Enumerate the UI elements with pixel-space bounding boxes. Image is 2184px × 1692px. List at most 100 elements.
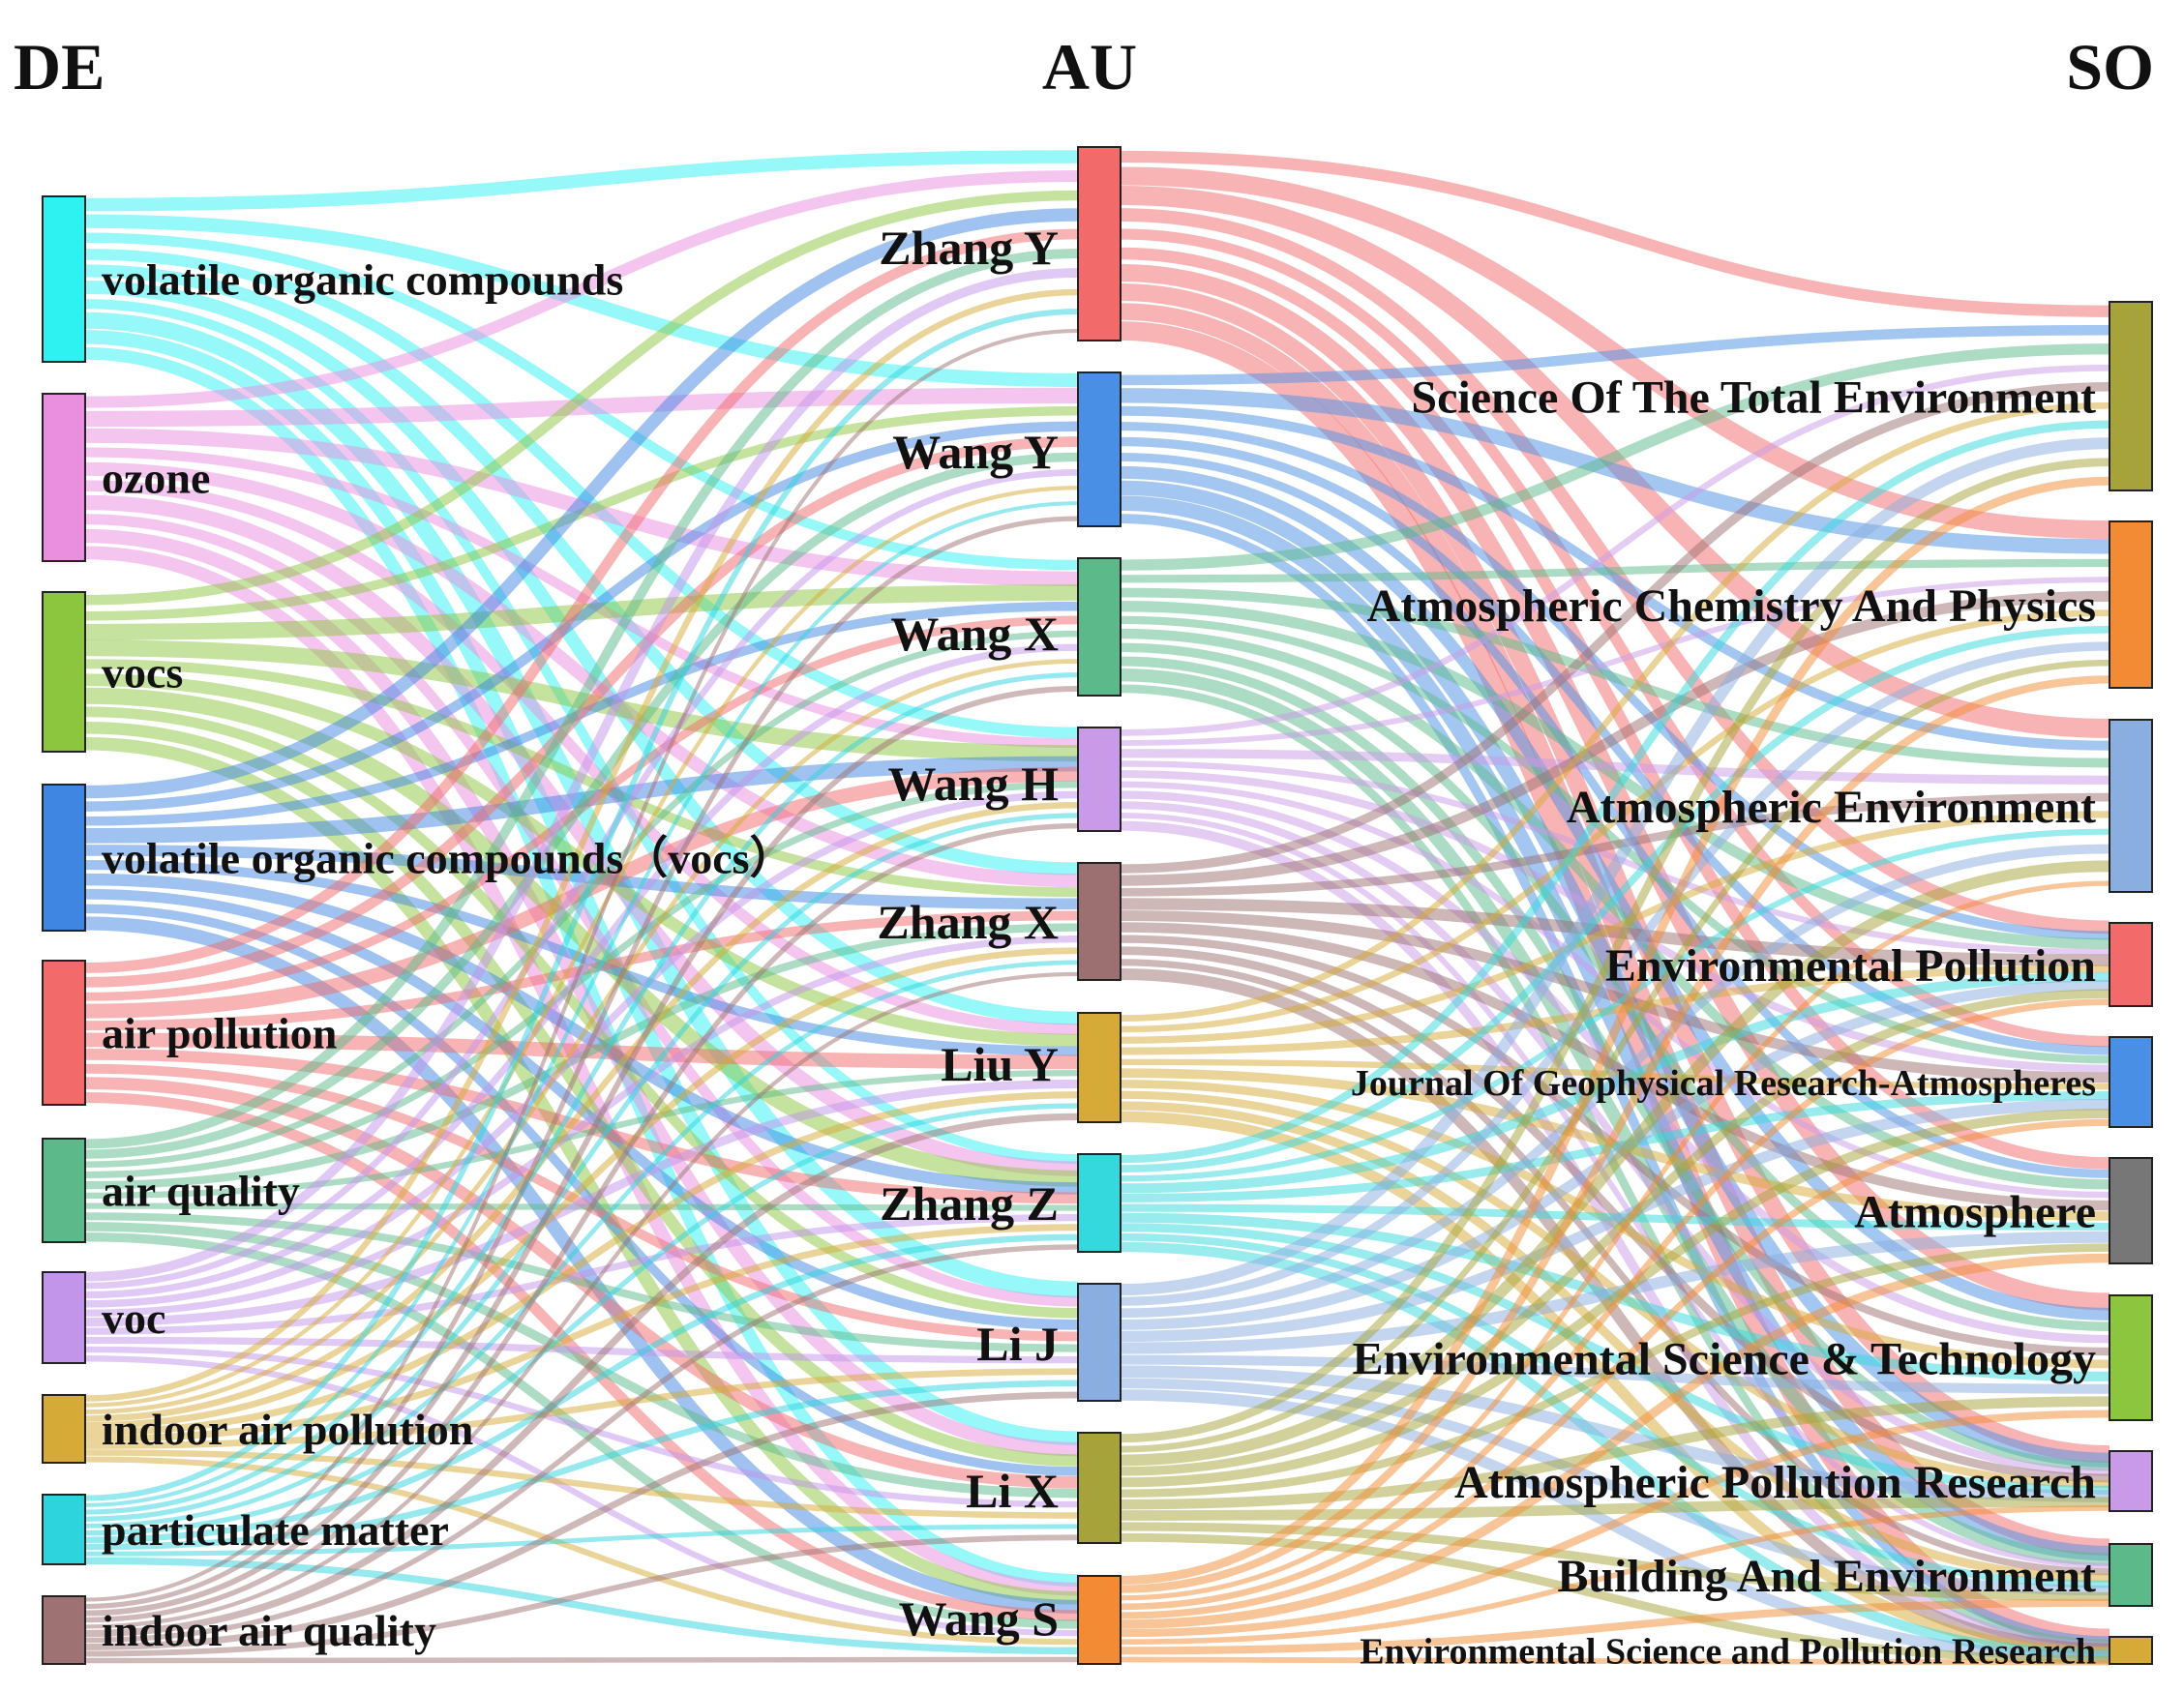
flow-de-au <box>84 1079 1079 1327</box>
flow-au-so <box>1120 922 2110 1211</box>
au-node-label: Li J <box>976 1317 1059 1371</box>
flow-de-au <box>84 1534 1079 1657</box>
de-node-label: volatile organic compounds（vocs） <box>102 834 794 883</box>
flow-au-so <box>1120 625 2110 1173</box>
flow-au-so <box>1120 1505 2110 1646</box>
de-column-title: DE <box>14 30 105 104</box>
au-node-bar <box>1077 1575 1122 1665</box>
flow-au-so <box>1120 1253 2110 1629</box>
flow-au-so <box>1120 998 2110 1611</box>
so-node-label: Science Of The Total Environment <box>1411 371 2096 423</box>
flow-de-au <box>84 1244 1079 1644</box>
flow-de-au <box>84 801 1079 1422</box>
de-node-label: air quality <box>102 1167 300 1216</box>
flow-au-so <box>1120 1410 2110 1638</box>
flow-au-so <box>1120 909 2110 1083</box>
au-node-label: Liu Y <box>941 1037 1059 1091</box>
de-node-label: vocs <box>102 648 183 698</box>
flow-au-so <box>1120 659 2110 1453</box>
flow-de-au <box>84 706 1079 1319</box>
so-node-label: Environmental Science and Pollution Rese… <box>1360 1631 2096 1672</box>
flow-de-au <box>84 659 1079 1414</box>
flow-de-au <box>84 1069 1079 1200</box>
de-node-label: indoor air quality <box>102 1606 436 1655</box>
flow-au-so <box>1120 458 2110 1443</box>
flow-de-au <box>84 860 1079 1056</box>
flow-au-so <box>1120 364 2110 736</box>
flow-au-so <box>1120 1109 2110 1488</box>
flow-de-au <box>84 516 1079 1610</box>
flow-au-so <box>1120 1522 2110 1601</box>
flow-de-au <box>84 228 1079 973</box>
au-node-label: Wang S <box>899 1591 1059 1646</box>
de-node-label: air pollution <box>102 1009 337 1058</box>
flow-au-so <box>1120 388 2110 554</box>
flow-au-so <box>1120 609 2110 1033</box>
so-column-title: SO <box>2066 30 2154 104</box>
node-labels: volatile organic compounds ozone vocs volat… <box>102 221 2096 1672</box>
de-node-label: ozone <box>102 454 210 503</box>
so-node-bar <box>2109 1157 2153 1264</box>
flow-au-so <box>1120 558 2110 583</box>
de-node-label: voc <box>102 1293 165 1343</box>
flow-de-au <box>84 1355 1079 1637</box>
flow-de-au <box>84 935 1079 1317</box>
flow-au-so <box>1120 452 2110 1178</box>
flow-au-so <box>1120 811 2110 1044</box>
flow-de-au <box>84 923 1079 1190</box>
flow-de-au <box>84 781 1079 1178</box>
flow-de-au <box>84 1391 1079 1650</box>
flow-de-au <box>84 150 1079 212</box>
flow-au-so <box>1120 382 2110 874</box>
flow-de-au <box>84 190 1079 606</box>
so-node-label: Atmospheric Pollution Research <box>1454 1457 2096 1508</box>
de-node-label: volatile organic compounds <box>102 255 623 305</box>
de-node-bar <box>42 195 86 363</box>
flow-au-so <box>1120 476 2110 1586</box>
so-node-bar <box>2109 520 2153 689</box>
flow-de-au <box>84 421 1079 812</box>
flow-au-so <box>1120 675 2110 1593</box>
flow-links <box>84 150 2110 1666</box>
au-node-label: Wang X <box>890 607 1059 661</box>
au-node-bar <box>1077 371 1122 527</box>
flow-de-au <box>84 1212 1079 1352</box>
flow-de-au <box>84 1346 1079 1508</box>
so-node-bar <box>2109 1450 2153 1512</box>
flow-de-au <box>84 1103 1079 1536</box>
de-node-label: particulate matter <box>102 1505 449 1555</box>
flow-de-au <box>84 288 1079 1402</box>
so-node-bar <box>2109 922 2153 1007</box>
de-node-label: indoor air pollution <box>102 1405 473 1454</box>
flow-de-au <box>84 1368 1079 1449</box>
au-node-bar <box>1077 1283 1122 1402</box>
de-node-bar <box>42 960 86 1106</box>
flow-au-so <box>1120 770 2110 1073</box>
flow-de-au <box>84 1456 1079 1646</box>
au-node-label: Zhang X <box>877 895 1059 949</box>
au-node-bar <box>1077 1012 1122 1123</box>
flow-au-so <box>1120 1598 2110 1655</box>
au-node-bar <box>1077 146 1122 341</box>
flow-de-au <box>84 501 1079 1507</box>
so-node-label: Atmosphere <box>1854 1186 2096 1237</box>
flow-de-au <box>84 1557 1079 1655</box>
flow-au-so <box>1120 781 2110 1199</box>
flow-de-au <box>84 494 1079 1176</box>
flow-au-so <box>1120 587 2110 768</box>
flow-de-au <box>84 1524 1079 1557</box>
so-node-label: Environmental Science & Technology <box>1353 1333 2097 1384</box>
flow-au-so <box>1120 437 2110 1296</box>
flow-de-au <box>84 469 1079 1290</box>
flow-au-so <box>1120 150 2110 317</box>
flow-de-au <box>84 1656 1079 1664</box>
so-node-bar <box>2109 1036 2153 1128</box>
flow-de-au <box>84 1222 1079 1499</box>
flow-au-so <box>1120 749 2110 785</box>
flow-de-au <box>84 299 1079 1165</box>
flow-de-au <box>84 486 1079 1408</box>
so-node-label: Journal Of Geophysical Research-Atmosphe… <box>1351 1063 2096 1104</box>
flow-au-so <box>1120 989 2110 1476</box>
flow-au-so <box>1120 1656 2110 1666</box>
